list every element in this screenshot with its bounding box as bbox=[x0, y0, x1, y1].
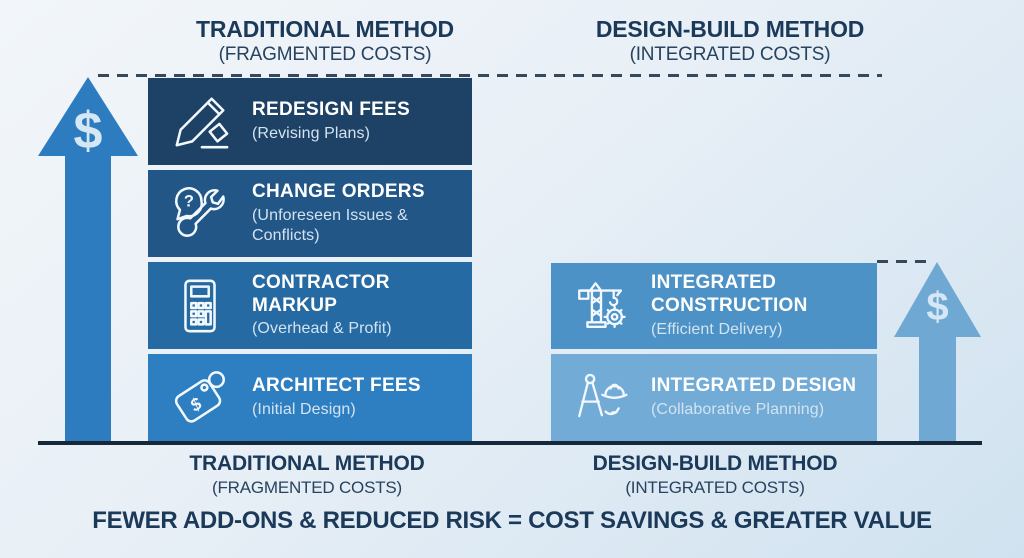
bar-title: INTEGRATED DESIGN bbox=[651, 375, 857, 397]
bottom-header-traditional: TRADITIONAL METHOD (FRAGMENTED COSTS) bbox=[132, 452, 482, 498]
bar-subtitle: (Efficient Delivery) bbox=[651, 320, 783, 338]
bar-subtitle: (Overhead & Profit) bbox=[252, 320, 392, 338]
traditional-method-title: TRADITIONAL METHOD bbox=[196, 16, 454, 42]
compass-hardhat-icon bbox=[571, 366, 631, 430]
cost-bar-integrated-design: INTEGRATED DESIGN (Collaborative Plannin… bbox=[551, 354, 877, 441]
bar-title: CHANGE ORDERS bbox=[252, 181, 425, 203]
traditional-method-subtitle: (FRAGMENTED COSTS) bbox=[211, 478, 402, 498]
design-build-method-subtitle: (INTEGRATED COSTS) bbox=[625, 478, 805, 498]
design-build-method-title: DESIGN-BUILD METHOD bbox=[595, 16, 865, 42]
question-wrench-icon: ? bbox=[168, 182, 232, 246]
bar-title: CONTRACTOR MARKUP bbox=[252, 271, 390, 316]
design-build-cost-dashline bbox=[877, 260, 934, 263]
bar-subtitle: (Unforeseen Issues & Conflicts) bbox=[252, 206, 408, 244]
price-tag-icon: $ bbox=[168, 366, 232, 430]
traditional-cost-dashline bbox=[98, 74, 882, 77]
up-arrow-icon bbox=[38, 77, 138, 443]
bar-subtitle: (Collaborative Planning) bbox=[651, 400, 825, 418]
bar-title: ARCHITECT FEES bbox=[252, 375, 421, 397]
cost-bar-redesign-fees: REDESIGN FEES (Revising Plans) bbox=[148, 78, 472, 165]
design-build-cost-arrow: $ bbox=[894, 262, 981, 443]
bar-subtitle: (Initial Design) bbox=[252, 400, 356, 418]
cost-bar-change-orders: ? CHANGE ORDERS (Unforeseen Issues & Con… bbox=[148, 170, 472, 257]
design-build-method-subtitle: (INTEGRATED COSTS) bbox=[629, 44, 831, 66]
top-header-design-build: DESIGN-BUILD METHOD (INTEGRATED COSTS) bbox=[545, 16, 915, 66]
design-build-method-title: DESIGN-BUILD METHOD bbox=[592, 452, 838, 475]
cost-bar-integrated-construction: INTEGRATED CONSTRUCTION (Efficient Deliv… bbox=[551, 263, 877, 349]
cost-bar-contractor-markup: CONTRACTOR MARKUP (Overhead & Profit) bbox=[148, 262, 472, 349]
traditional-cost-arrow: $ bbox=[38, 77, 138, 443]
calculator-icon bbox=[168, 274, 232, 338]
pencil-eraser-icon bbox=[168, 90, 232, 154]
bar-title: REDESIGN FEES bbox=[252, 99, 411, 121]
cost-bar-architect-fees: $ ARCHITECT FEES (Initial Design) bbox=[148, 354, 472, 441]
svg-text:?: ? bbox=[184, 192, 194, 210]
traditional-method-title: TRADITIONAL METHOD bbox=[189, 452, 425, 475]
dollar-icon: $ bbox=[926, 285, 949, 329]
traditional-method-subtitle: (FRAGMENTED COSTS) bbox=[218, 44, 432, 66]
bar-subtitle: (Revising Plans) bbox=[252, 124, 371, 142]
top-header-traditional: TRADITIONAL METHOD (FRAGMENTED COSTS) bbox=[150, 16, 500, 66]
tagline: FEWER ADD-ONS & REDUCED RISK = COST SAVI… bbox=[92, 507, 932, 534]
dollar-icon: $ bbox=[73, 102, 103, 160]
bottom-header-design-build: DESIGN-BUILD METHOD (INTEGRATED COSTS) bbox=[540, 452, 890, 498]
up-arrow-icon bbox=[894, 262, 981, 443]
baseline bbox=[38, 441, 982, 445]
svg-text:$: $ bbox=[185, 393, 205, 416]
bar-title: INTEGRATED CONSTRUCTION bbox=[651, 272, 808, 316]
crane-gear-icon bbox=[571, 274, 631, 338]
